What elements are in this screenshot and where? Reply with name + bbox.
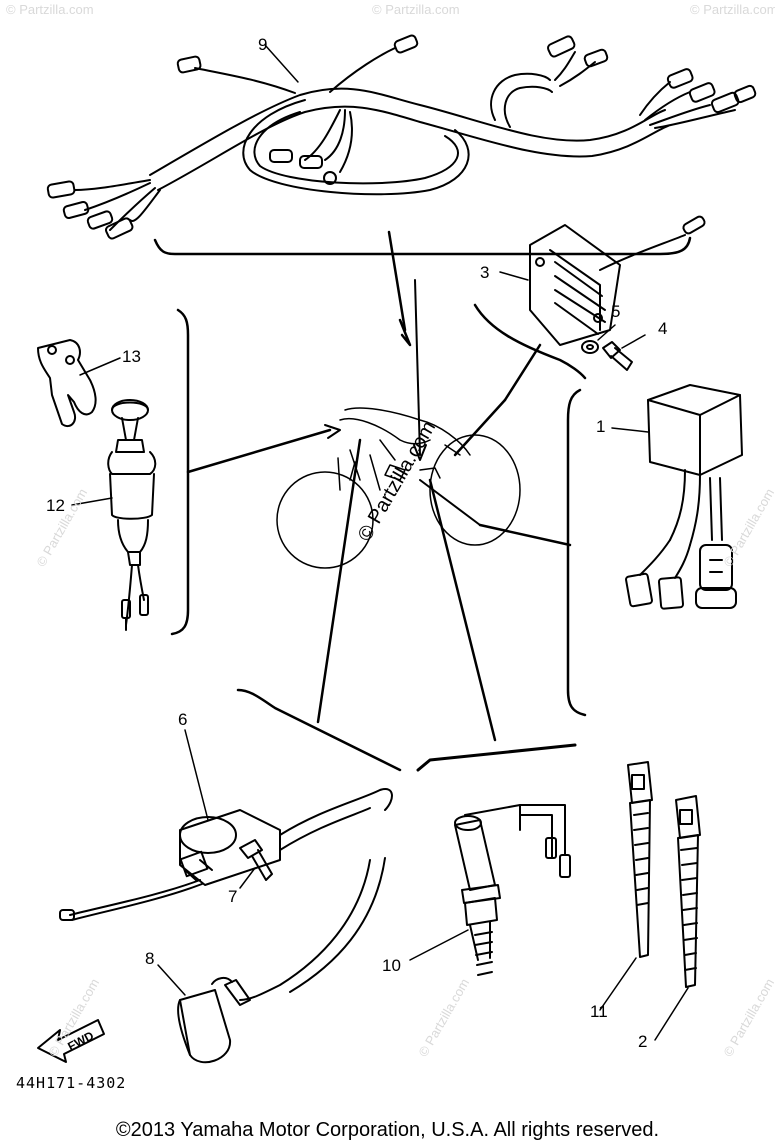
callout-3: 3 [480, 263, 490, 282]
cable-tie-part-11 [599, 761, 653, 1011]
callout-12: 12 [46, 496, 65, 515]
cdi-unit-part-1 [419, 384, 743, 717]
callout-8: 8 [145, 949, 155, 968]
callout-13: 13 [122, 347, 141, 366]
watermark: © Partzilla.com [372, 2, 460, 17]
callout-7: 7 [228, 887, 238, 906]
rectifier-part-3 [453, 215, 706, 457]
callout-2: 2 [638, 1032, 648, 1051]
wire-harness-part-9 [46, 34, 757, 240]
callout-11: 11 [590, 1002, 608, 1021]
ignition-coil-part-6 [59, 438, 402, 1001]
callout-6: 6 [178, 710, 188, 729]
bolt-part-4 [602, 334, 646, 371]
copyright-notice: ©2013 Yamaha Motor Corporation, U.S.A. A… [115, 1119, 660, 1141]
bracket-part-13 [37, 339, 121, 428]
callout-4: 4 [658, 319, 668, 338]
callout-1: 1 [596, 417, 606, 436]
callout-5: 5 [611, 302, 621, 321]
callout-10: 10 [382, 956, 401, 975]
washer-part-5 [581, 324, 616, 354]
watermark: © Partzilla.com [690, 2, 775, 17]
cable-tie-part-2 [654, 795, 701, 1041]
screw-part-7 [239, 839, 273, 889]
neutral-switch-part-10 [409, 478, 577, 976]
fwd-arrow [37, 1019, 105, 1063]
motorcycle-outline [276, 407, 521, 569]
switch-part-12 [71, 308, 341, 636]
drawing-code: 44H171-4302 [16, 1074, 127, 1092]
spark-plug-cap-part-8 [157, 964, 251, 1064]
watermark: © Partzilla.com [6, 2, 94, 17]
callout-9: 9 [258, 35, 268, 54]
